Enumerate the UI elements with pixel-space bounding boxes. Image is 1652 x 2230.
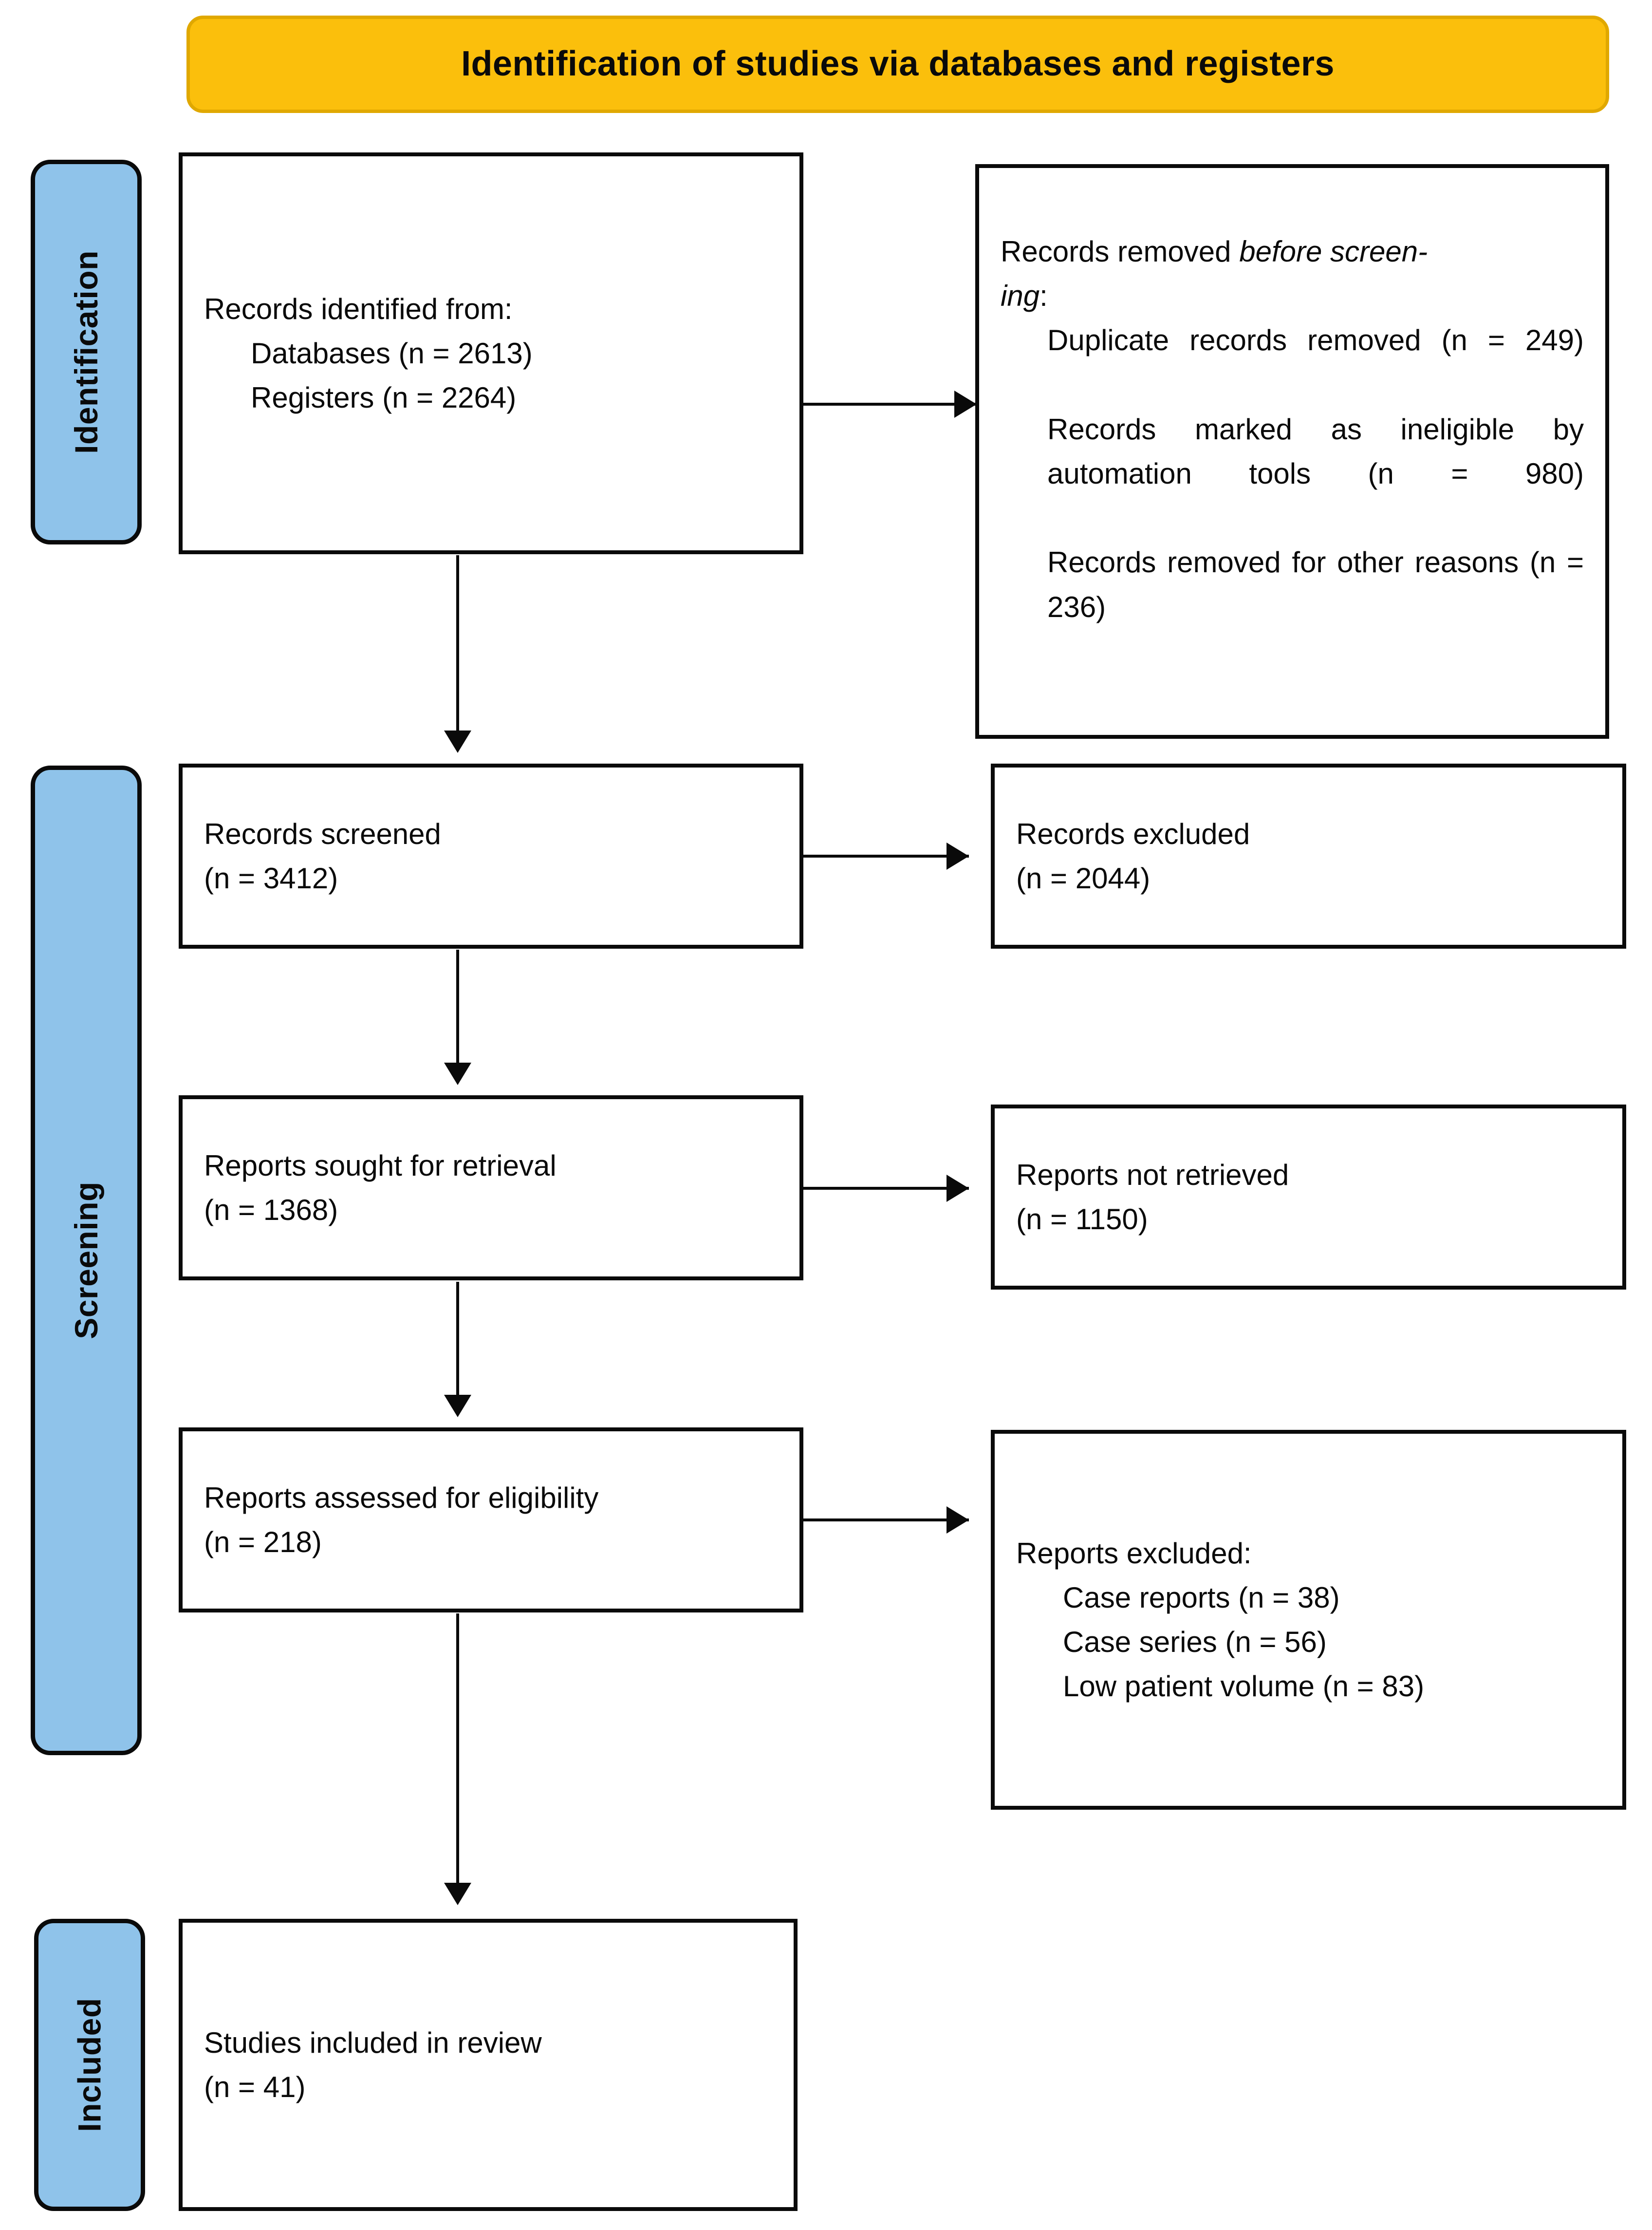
box-reports-excluded-reasons: Reports excluded: Case reports (n = 38) … <box>991 1430 1626 1810</box>
records-removed-title-italic-2: ing <box>1001 280 1040 313</box>
stage-label-screening: Screening <box>31 766 142 1755</box>
studies-included-title: Studies included in review <box>204 2026 542 2059</box>
studies-included-count: (n = 41) <box>204 2071 306 2103</box>
banner-title: Identification of studies via databases … <box>461 44 1335 84</box>
records-identified-databases: Databases (n = 2613) <box>251 337 533 370</box>
box-records-screened: Records screened (n = 3412) <box>179 764 803 949</box>
connector-assessed-to-included <box>456 1613 459 1891</box>
connector-screened-to-sought <box>456 950 459 1071</box>
arrow-right-icon <box>947 843 969 870</box>
box-reports-assessed-for-eligibility: Reports assessed for eligibility (n = 21… <box>179 1427 803 1612</box>
records-removed-other: Records removed for other reasons (n = 2… <box>1047 546 1584 623</box>
records-identified-registers: Registers (n = 2264) <box>251 381 517 414</box>
records-removed-title-suffix: : <box>1039 280 1048 313</box>
records-screened-title: Records screened <box>204 817 441 850</box>
reports-excluded-low-volume: Low patient volume (n = 83) <box>1063 1670 1425 1703</box>
stage-label-included: Included <box>34 1919 145 2211</box>
header-banner: Identification of studies via databases … <box>186 16 1609 113</box>
stage-included-text: Included <box>72 1998 108 2132</box>
arrow-down-icon <box>444 1883 471 1905</box>
reports-excluded-case-series: Case series (n = 56) <box>1063 1626 1327 1658</box>
box-reports-not-retrieved: Reports not retrieved (n = 1150) <box>991 1105 1626 1290</box>
reports-assessed-count: (n = 218) <box>204 1526 322 1558</box>
connector-identified-to-removed <box>803 403 977 406</box>
reports-sought-count: (n = 1368) <box>204 1194 338 1226</box>
stage-label-identification: Identification <box>31 160 142 544</box>
connector-identified-to-screened <box>456 555 459 740</box>
records-screened-count: (n = 3412) <box>204 862 338 895</box>
reports-excluded-case-reports: Case reports (n = 38) <box>1063 1581 1340 1614</box>
reports-assessed-title: Reports assessed for eligibility <box>204 1481 599 1514</box>
connector-sought-to-assessed <box>456 1282 459 1404</box>
stage-identification-text: Identification <box>68 250 105 454</box>
box-reports-sought-for-retrieval: Reports sought for retrieval (n = 1368) <box>179 1095 803 1280</box>
records-removed-duplicates: Duplicate records removed (n = 249) <box>1047 324 1584 357</box>
arrow-right-icon <box>947 1506 969 1534</box>
stage-screening-text: Screening <box>68 1181 105 1339</box>
connector-screened-to-excluded <box>803 855 969 858</box>
records-excluded-count: (n = 2044) <box>1016 862 1151 895</box>
box-studies-included: Studies included in review (n = 41) <box>179 1919 798 2211</box>
arrow-down-icon <box>444 1063 471 1085</box>
arrow-right-icon <box>947 1175 969 1202</box>
box-records-removed-before-screening: Records removed before screen-ing: Dupli… <box>975 164 1609 739</box>
box-records-identified: Records identified from: Databases (n = … <box>179 152 803 554</box>
records-removed-automation: Records marked as ineligible by automati… <box>1047 412 1584 490</box>
reports-not-retrieved-count: (n = 1150) <box>1016 1203 1148 1236</box>
records-removed-title: Records removed before screen-ing: <box>1001 229 1584 318</box>
records-removed-title-prefix: Records removed <box>1001 235 1240 268</box>
records-excluded-title: Records excluded <box>1016 817 1250 850</box>
records-removed-title-italic: before screen- <box>1239 235 1428 268</box>
records-identified-title: Records identified from: <box>204 292 513 325</box>
box-records-excluded: Records excluded (n = 2044) <box>991 764 1626 949</box>
reports-not-retrieved-title: Reports not retrieved <box>1016 1158 1289 1191</box>
reports-sought-title: Reports sought for retrieval <box>204 1149 557 1182</box>
reports-excluded-title: Reports excluded: <box>1016 1537 1252 1570</box>
connector-sought-to-not-retrieved <box>803 1187 969 1190</box>
arrow-right-icon <box>954 391 977 418</box>
connector-assessed-to-reports-excluded <box>803 1518 969 1521</box>
arrow-down-icon <box>444 731 471 753</box>
arrow-down-icon <box>444 1395 471 1417</box>
